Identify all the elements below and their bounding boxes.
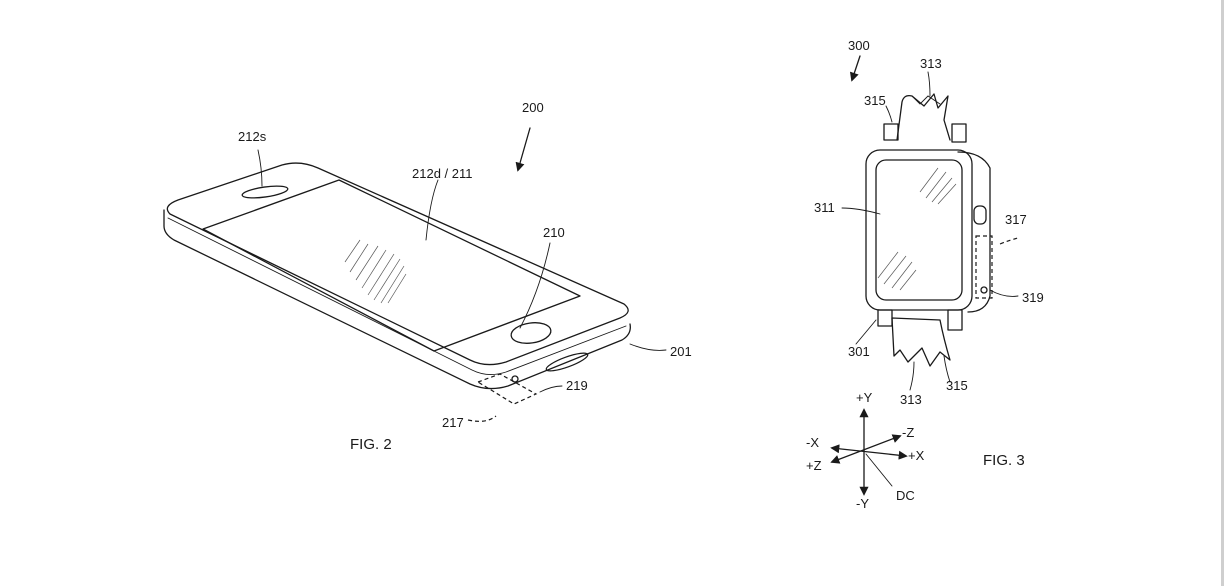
fig2-labels: 200 212s 212d / 211 210 201 219 217 FIG.…: [238, 100, 692, 453]
axis-label-dc: DC: [896, 488, 915, 503]
label-200: 200: [522, 100, 544, 115]
label-212d-211: 212d / 211: [412, 166, 472, 181]
watch-screen: [875, 159, 963, 301]
fig2-phone: [163, 162, 631, 405]
fig3-leaders: [841, 55, 1019, 391]
phone-side-inner: [167, 217, 627, 375]
label-313-bottom: 313: [900, 392, 922, 407]
axis-label-minus-z: -Z: [902, 425, 914, 440]
label-301: 301: [848, 344, 870, 359]
axis-z: [830, 434, 902, 464]
axis-label-plus-y: +Y: [856, 390, 873, 405]
label-219: 219: [566, 378, 588, 393]
home-button: [510, 322, 552, 344]
fig2-leaders: [257, 127, 667, 422]
watch-lug-bottom-right: [947, 309, 963, 331]
label-217: 217: [442, 415, 464, 430]
screen-glare-hatch: [344, 239, 407, 304]
axis-label-plus-z: +Z: [806, 458, 822, 473]
label-201: 201: [670, 344, 692, 359]
fig3-axes: +Y -Y +X -X +Z -Z DC: [806, 390, 925, 511]
phone-side: [163, 209, 631, 390]
axis-label-minus-x: -X: [806, 435, 819, 450]
watch-lug-bottom-left: [877, 309, 893, 327]
label-212s: 212s: [238, 129, 267, 144]
phone-top-face: [166, 162, 629, 366]
watch-lug-top-right: [951, 123, 967, 143]
bottom-port: [545, 352, 589, 372]
label-311: 311: [814, 200, 835, 215]
label-315-bottom: 315: [946, 378, 968, 393]
axis-x: [830, 444, 908, 460]
fig3-labels: 300 313 315 311 317 319 301 313 315 FIG.…: [814, 38, 1044, 469]
label-313-top: 313: [920, 56, 942, 71]
watch-glare-hatch: [877, 167, 957, 291]
fig3-watch: [865, 93, 993, 367]
axis-dc-leader: [865, 453, 893, 487]
watch-band-top: [896, 93, 951, 141]
watch-case-outer: [865, 149, 973, 311]
fig3-caption: FIG. 3: [983, 452, 1025, 469]
speaker-slot: [241, 185, 289, 199]
phone-screen: [202, 179, 581, 352]
label-317: 317: [1005, 212, 1027, 227]
sensor-region-dashed: [476, 373, 538, 405]
watch-band-bottom: [891, 317, 951, 367]
watch-crown: [973, 205, 987, 225]
label-319: 319: [1022, 290, 1044, 305]
label-210: 210: [543, 225, 565, 240]
watch-lug-top-left: [883, 123, 899, 141]
watch-side-region-dashed: [975, 235, 993, 299]
watch-side-sensor: [980, 286, 988, 294]
sensor-dot: [511, 375, 519, 383]
fig2-caption: FIG. 2: [350, 436, 392, 453]
label-300: 300: [848, 38, 870, 53]
band-tear-top: [911, 95, 941, 105]
page-edge: [1221, 0, 1224, 586]
label-315-top: 315: [864, 93, 886, 108]
watch-case-side: [957, 151, 991, 313]
axis-label-plus-x: +X: [908, 448, 925, 463]
axis-label-minus-y: -Y: [856, 496, 869, 511]
